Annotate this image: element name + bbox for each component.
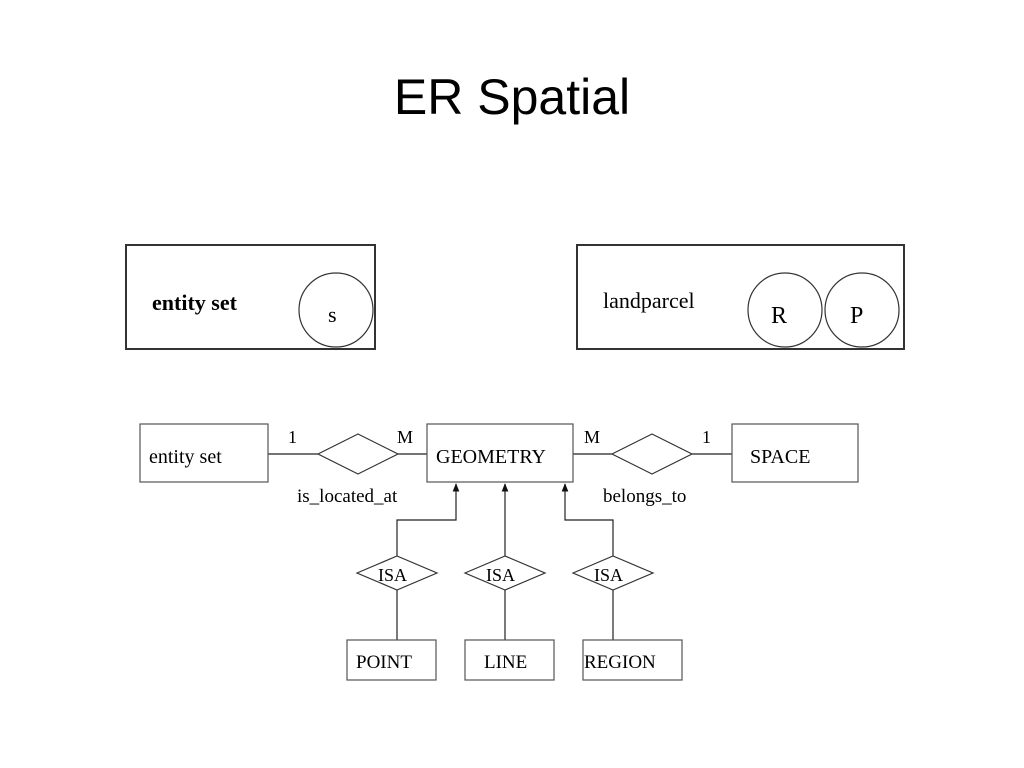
point-box [346, 639, 437, 681]
isa-diamond-line [463, 555, 547, 591]
entity-set-box [139, 423, 269, 483]
isa-label-region: ISA [594, 565, 623, 585]
legend-circle-r [747, 272, 823, 348]
isa-region-arrow [561, 483, 614, 556]
cardinality-m-right: M [584, 427, 600, 447]
isa-point-arrow [396, 483, 460, 556]
line-box [464, 639, 555, 681]
entity-set-label: entity set [149, 446, 222, 468]
isa-label-line: ISA [486, 565, 515, 585]
space-label: SPACE [750, 446, 810, 468]
region-label: REGION [584, 652, 656, 673]
space-box [731, 423, 859, 483]
belongs-to-diamond [610, 433, 694, 475]
isa-diamond-point [355, 555, 439, 591]
geometry-label: GEOMETRY [436, 446, 546, 468]
line-label: LINE [484, 652, 527, 673]
legend-spatial-circle [298, 272, 374, 348]
legend-entity-set-label: entity set [152, 290, 238, 315]
legend-circle-p [824, 272, 900, 348]
region-box [582, 639, 683, 681]
legend-landparcel: landparcel R P [576, 244, 905, 350]
legend-symbol-s: s [328, 302, 337, 327]
cardinality-1-left: 1 [288, 427, 297, 447]
belongs-to-label: belongs_to [603, 486, 686, 507]
is-located-at-label: is_located_at [297, 486, 398, 507]
isa-diamond-region [571, 555, 655, 591]
legend-symbol-r: R [771, 303, 787, 329]
legend-landparcel-label: landparcel [603, 288, 695, 313]
cardinality-m-left: M [397, 427, 413, 447]
geometry-box [426, 423, 574, 483]
cardinality-1-right: 1 [702, 427, 711, 447]
point-label: POINT [356, 652, 412, 673]
isa-label-point: ISA [378, 565, 407, 585]
legend-entity-set: entity set s [125, 244, 376, 350]
legend-symbol-p: P [850, 303, 863, 329]
slide-title: ER Spatial [393, 69, 631, 125]
is-located-at-diamond [316, 433, 400, 475]
